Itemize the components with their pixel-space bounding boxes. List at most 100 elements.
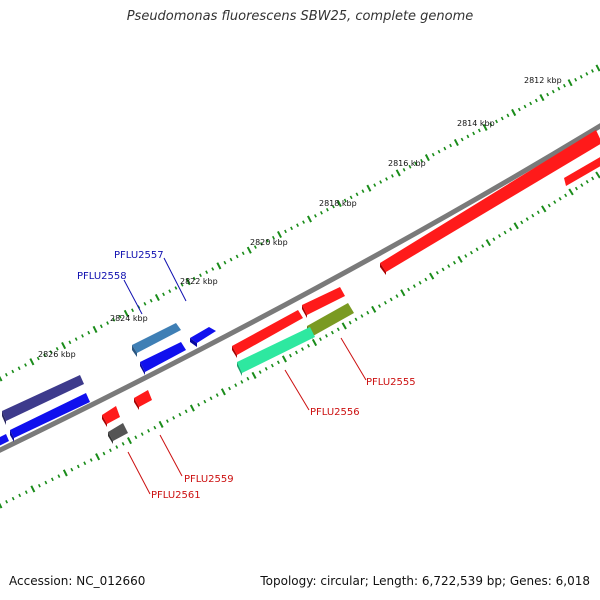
scale-lower-tick: [457, 255, 463, 263]
scale-lower-tick: [424, 277, 428, 282]
label-pflu2555[interactable]: PFLU2555: [366, 377, 416, 388]
tick-label-2822: 2822 kbp: [180, 277, 218, 286]
scale-lower-tick: [418, 281, 422, 285]
gene-blue-upper[interactable]: [140, 342, 186, 375]
scale-upper-tick: [424, 154, 430, 162]
scale-upper-tick: [131, 308, 135, 313]
scale-lower-tick: [147, 429, 151, 433]
scale-lower-tick: [503, 230, 507, 235]
scale-lower-tick: [558, 196, 562, 201]
gene-pflu2556[interactable]: [237, 327, 315, 376]
scale-upper-tick: [296, 223, 300, 227]
scale-lower-tick: [531, 213, 535, 218]
scale-lower-tick: [189, 404, 195, 412]
scale-lower-tick: [525, 217, 529, 221]
gene-pflu2559[interactable]: [134, 390, 152, 410]
scale-upper-tick: [112, 318, 116, 322]
scale-upper-tick: [385, 177, 389, 181]
scale-upper-tick: [81, 334, 84, 338]
scale-upper-tick: [373, 183, 377, 187]
scale-lower-tick: [18, 493, 22, 498]
scale-upper-tick: [449, 143, 453, 148]
scale-upper-tick: [49, 350, 53, 354]
scale-lower-tick: [153, 425, 157, 430]
scale-upper-tick: [180, 283, 184, 287]
label-pflu2559[interactable]: PFLU2559: [184, 474, 234, 485]
scale-upper-tick: [460, 137, 464, 142]
scale-lower-tick: [354, 317, 358, 322]
scale-upper-tick: [174, 286, 178, 290]
scale-upper-tick: [579, 75, 583, 79]
scale-lower-tick: [165, 419, 169, 423]
scale-upper-tick: [199, 273, 202, 278]
scale-lower-tick: [270, 363, 274, 368]
scale-upper-tick: [534, 98, 538, 103]
leader-pflu2558: [123, 279, 143, 315]
scale-upper-tick: [241, 251, 245, 256]
scale-upper-tick: [307, 215, 312, 223]
scale-upper-tick: [290, 226, 294, 231]
gene-red-upper-small[interactable]: [302, 287, 345, 318]
gene-red-long[interactable]: [380, 130, 600, 275]
scale-dots-lower: [0, 171, 600, 509]
scale-lower-tick: [389, 297, 393, 302]
scale-lower-tick: [513, 222, 519, 230]
scale-upper-tick: [211, 267, 215, 271]
label-pflu2558[interactable]: PFLU2558: [77, 271, 127, 282]
scale-lower-tick: [127, 437, 132, 445]
scale-lower-tick: [341, 322, 347, 330]
label-pflu2557[interactable]: PFLU2557: [114, 250, 164, 261]
gene-pflu2557[interactable]: [190, 327, 216, 347]
scale-lower-tick: [553, 200, 557, 204]
scale-upper-tick: [319, 211, 323, 215]
gene-pflu2561[interactable]: [108, 423, 128, 444]
scale-lower-tick: [464, 254, 468, 258]
scale-lower-tick: [595, 171, 600, 179]
scale-upper-tick: [123, 309, 129, 318]
scale-lower-tick: [407, 287, 411, 292]
gene-indigo[interactable]: [2, 375, 84, 425]
gene-blue-edge[interactable]: [0, 434, 9, 447]
scale-upper-tick: [11, 369, 15, 374]
scale-upper-tick: [313, 214, 317, 218]
scale-lower-tick: [44, 480, 48, 485]
gene-red-upper-mid[interactable]: [232, 310, 303, 358]
label-pflu2556[interactable]: PFLU2556: [310, 407, 360, 418]
accession-text: Accession: NC_012660: [9, 574, 146, 588]
scale-upper-tick: [246, 246, 252, 254]
scale-lower-tick: [281, 355, 287, 363]
scale-lower-tick: [336, 327, 340, 332]
scale-upper-tick: [259, 242, 263, 246]
scale-lower-tick: [172, 416, 176, 420]
scale-lower-tick: [447, 264, 451, 268]
gene-blue-left[interactable]: [10, 393, 90, 442]
scale-upper-tick: [192, 276, 196, 281]
label-pflu2561[interactable]: PFLU2561: [151, 490, 201, 501]
scale-lower-tick: [395, 294, 399, 298]
tick-label-2818: 2818 kbp: [319, 199, 357, 208]
gene-red-small-left[interactable]: [102, 406, 120, 427]
scale-lower-tick: [536, 210, 540, 215]
scale-lower-tick: [288, 353, 292, 358]
scale-upper-tick: [349, 195, 353, 200]
scale-lower-tick: [330, 330, 334, 335]
scale-upper-tick: [431, 152, 435, 157]
scale-upper-tick: [453, 138, 459, 147]
tick-label-2826: 2826 kbp: [38, 350, 76, 359]
scale-lower-tick: [209, 396, 213, 401]
scale-lower-tick: [366, 310, 370, 315]
scale-upper-tick: [61, 341, 67, 350]
scale-upper-tick: [585, 72, 589, 76]
scale-lower-tick: [89, 458, 93, 462]
scale-upper-tick: [529, 101, 533, 106]
scale-lower-tick: [62, 469, 68, 477]
gene-pflu2558[interactable]: [132, 323, 181, 357]
scale-lower-tick: [378, 304, 381, 308]
scale-lower-tick: [591, 176, 595, 181]
scale-upper-tick: [29, 358, 35, 366]
scale-lower-tick: [469, 250, 473, 255]
gene-red-lower-long[interactable]: [564, 156, 600, 186]
scale-upper-tick: [325, 207, 329, 212]
scale-upper-tick: [443, 146, 447, 151]
